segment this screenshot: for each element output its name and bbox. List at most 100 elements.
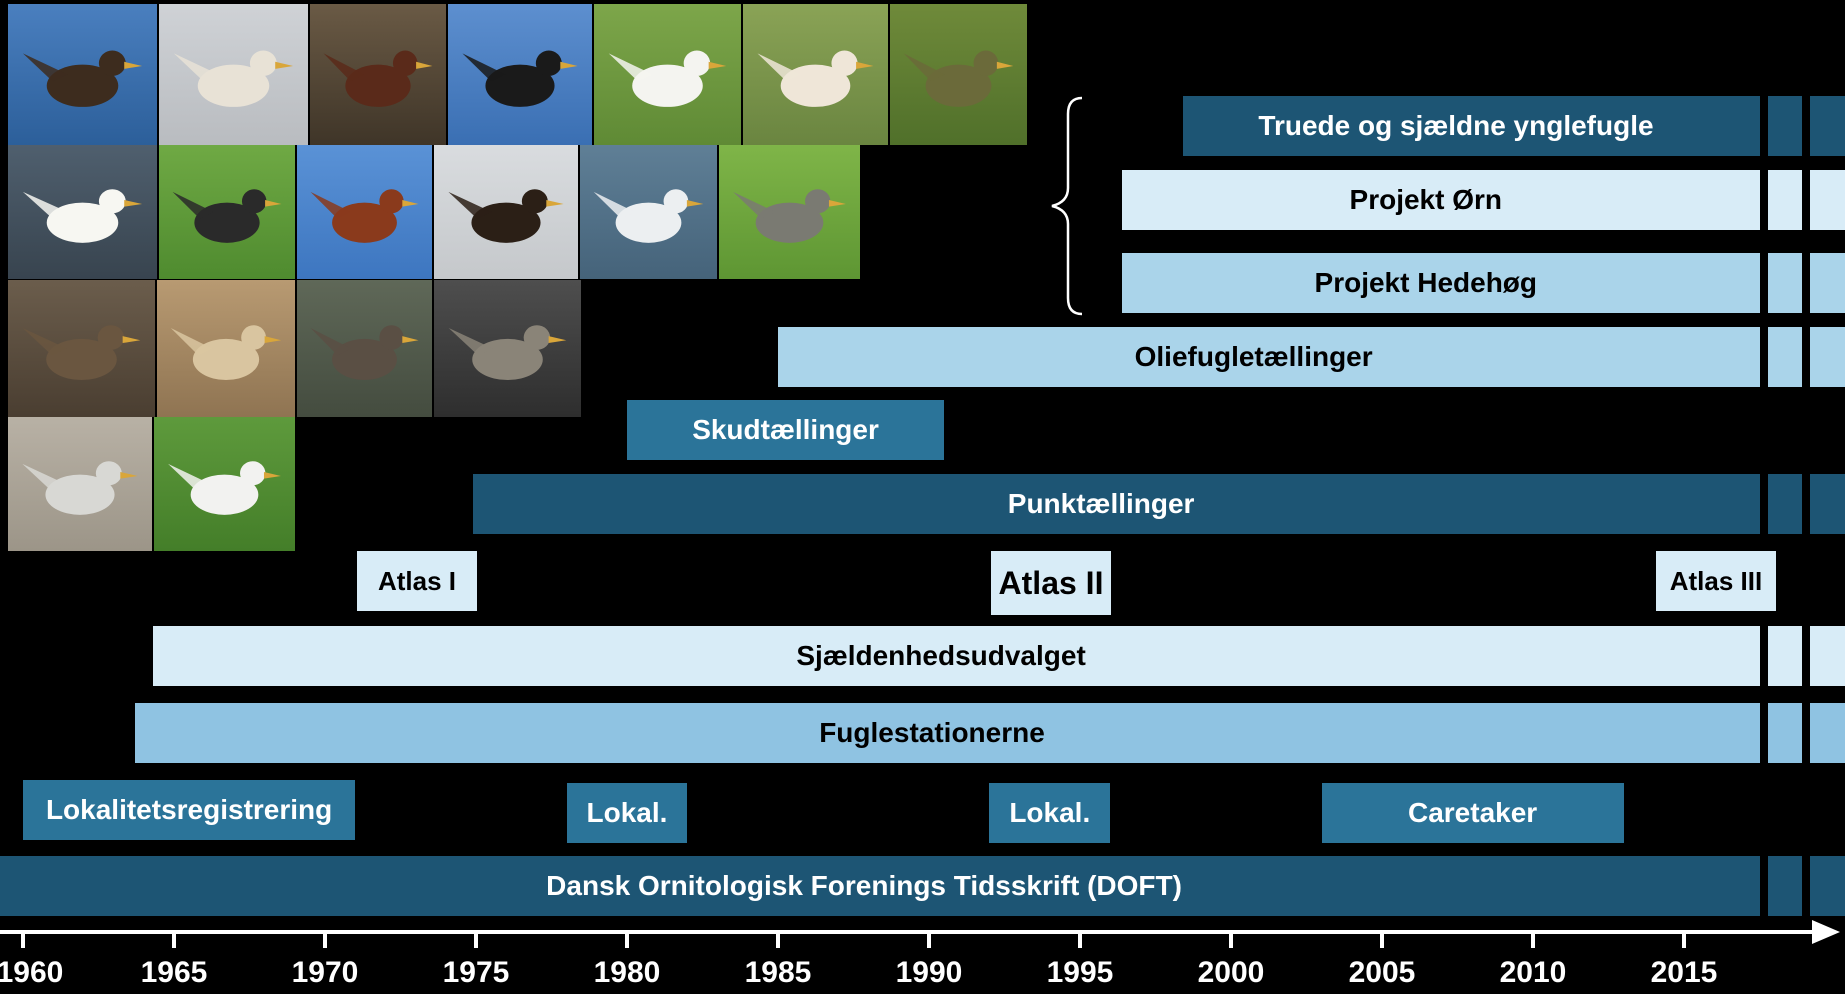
- bird-icon: [157, 280, 295, 417]
- bird-photo-sandwich-tern: [8, 417, 152, 551]
- bird-icon: [719, 145, 860, 279]
- continuation-segment: [1810, 703, 1845, 763]
- continuation-segment: [1810, 327, 1845, 387]
- program-bar-lok1: Lokalitetsregistrering: [23, 780, 356, 840]
- bird-icon: [594, 4, 741, 145]
- program-label: Oliefugletællinger: [1134, 341, 1373, 372]
- program-label: Projekt Hedehøg: [1314, 267, 1538, 298]
- program-bar-truede: Truede og sjældne ynglefugle: [1182, 96, 1730, 156]
- bird-icon: [8, 280, 155, 417]
- bird-icon: [297, 145, 432, 279]
- program-label: Lokal.: [1009, 797, 1091, 828]
- bird-icon: [8, 145, 157, 279]
- continuation-segment: [1810, 626, 1845, 686]
- bird-icon: [159, 4, 308, 145]
- tick-label-1965: 1965: [140, 956, 208, 989]
- tick-label-2010: 2010: [1499, 956, 1567, 989]
- continuation-segment: [1726, 626, 1760, 686]
- continuation-segment: [1768, 170, 1802, 230]
- program-bar-lok2: Lokal.: [566, 783, 688, 843]
- program-label: Dansk Ornitologisk Forenings Tidsskrift …: [546, 870, 1182, 901]
- continuation-segment: [1768, 96, 1802, 156]
- program-bar-oliefugl: Oliefugletællinger: [778, 327, 1730, 387]
- program-label: Sjældenhedsudvalget: [796, 640, 1086, 671]
- continuation-segment: [1726, 96, 1760, 156]
- program-label: Projekt Ørn: [1349, 184, 1503, 215]
- bird-icon: [8, 417, 152, 551]
- bird-icon: [310, 4, 446, 145]
- continuation-segment: [1810, 474, 1845, 534]
- bird-photo-mediterranean-gull: [154, 417, 295, 551]
- program-bar-doft: Dansk Ornitologisk Forenings Tidsskrift …: [0, 856, 1730, 916]
- continuation-segment: [1810, 170, 1845, 230]
- program-label: Punktællinger: [1007, 488, 1195, 519]
- tick-label-1975: 1975: [442, 956, 510, 989]
- bird-photo-golden-plover: [890, 4, 1027, 145]
- bird-photo-tengmalms-owl: [434, 280, 581, 417]
- continuation-segment: [1768, 703, 1802, 763]
- continuation-segment: [1726, 253, 1760, 313]
- continuation-segment: [1726, 703, 1760, 763]
- bird-photo-white-stork: [594, 4, 741, 145]
- bird-icon: [159, 145, 295, 279]
- continuation-segment: [1768, 474, 1802, 534]
- tick-label-2015: 2015: [1650, 956, 1718, 989]
- tick-label-2005: 2005: [1348, 956, 1416, 989]
- program-bar-sjaelden: Sjældenhedsudvalget: [152, 626, 1730, 686]
- continuation-segment: [1768, 626, 1802, 686]
- program-label: Caretaker: [1407, 797, 1538, 828]
- program-bar-lok3: Lokal.: [989, 783, 1111, 843]
- bird-photo-black-stork: [448, 4, 592, 145]
- bird-photo-golden-eagle: [434, 145, 578, 279]
- bird-icon: [890, 4, 1027, 145]
- program-label: Fuglestationerne: [819, 717, 1045, 748]
- bird-icon: [8, 4, 157, 145]
- tick-label-1970: 1970: [291, 956, 359, 989]
- bird-icon: [434, 280, 581, 417]
- atlas-label-3: Atlas III: [1656, 551, 1776, 611]
- tick-label-1990: 1990: [895, 956, 963, 989]
- program-label: Lokalitetsregistrering: [45, 794, 333, 825]
- program-label: Truede og sjældne ynglefugle: [1258, 110, 1654, 141]
- tick-label-1960: 1960: [0, 956, 64, 989]
- time-axis: [0, 920, 1840, 948]
- bird-photo-slavonian-grebe: [310, 4, 446, 145]
- atlas-label-1: Atlas I: [357, 551, 477, 611]
- continuation-segment: [1726, 170, 1760, 230]
- continuation-segment: [1726, 474, 1760, 534]
- program-label: Skudtællinger: [692, 414, 879, 445]
- bird-photo-hen-harrier: [159, 4, 308, 145]
- bird-photo-white-tailed-eagle: [8, 4, 157, 145]
- bird-photo-osprey: [8, 280, 155, 417]
- tick-label-1995: 1995: [1046, 956, 1114, 989]
- bird-photo-barred-warbler: [719, 145, 860, 279]
- tick-label-1985: 1985: [744, 956, 812, 989]
- continuation-segment: [1810, 856, 1845, 916]
- continuation-segment: [1810, 253, 1845, 313]
- continuation-segment: [1768, 856, 1802, 916]
- program-label: Lokal.: [586, 797, 668, 828]
- program-bar-hedehog: Projekt Hedehøg: [1122, 253, 1730, 313]
- axis-arrow-icon: [1812, 920, 1840, 944]
- bird-icon: [434, 145, 578, 279]
- continuation-segment: [1726, 327, 1760, 387]
- bird-photo-barnacle-goose: [159, 145, 295, 279]
- bird-icon: [297, 280, 432, 417]
- bird-icon: [448, 4, 592, 145]
- bird-icon: [154, 417, 295, 551]
- continuation-segment: [1726, 856, 1760, 916]
- program-bar-caretaker: Caretaker: [1321, 783, 1624, 843]
- bird-photo-whooper-swans: [8, 145, 157, 279]
- program-bar-fuglestation: Fuglestationerne: [134, 703, 1730, 763]
- atlas-label-2: Atlas II: [991, 551, 1111, 615]
- bird-photo-spoonbill: [743, 4, 888, 145]
- program-bar-skud: Skudtællinger: [627, 400, 945, 460]
- program-bar-orn: Projekt Ørn: [1122, 170, 1730, 230]
- continuation-segment: [1768, 253, 1802, 313]
- tick-label-2000: 2000: [1197, 956, 1265, 989]
- bird-photo-red-kite: [297, 145, 432, 279]
- bird-photo-little-gull: [580, 145, 717, 279]
- bird-icon: [743, 4, 888, 145]
- group-bracket: [1051, 96, 1083, 316]
